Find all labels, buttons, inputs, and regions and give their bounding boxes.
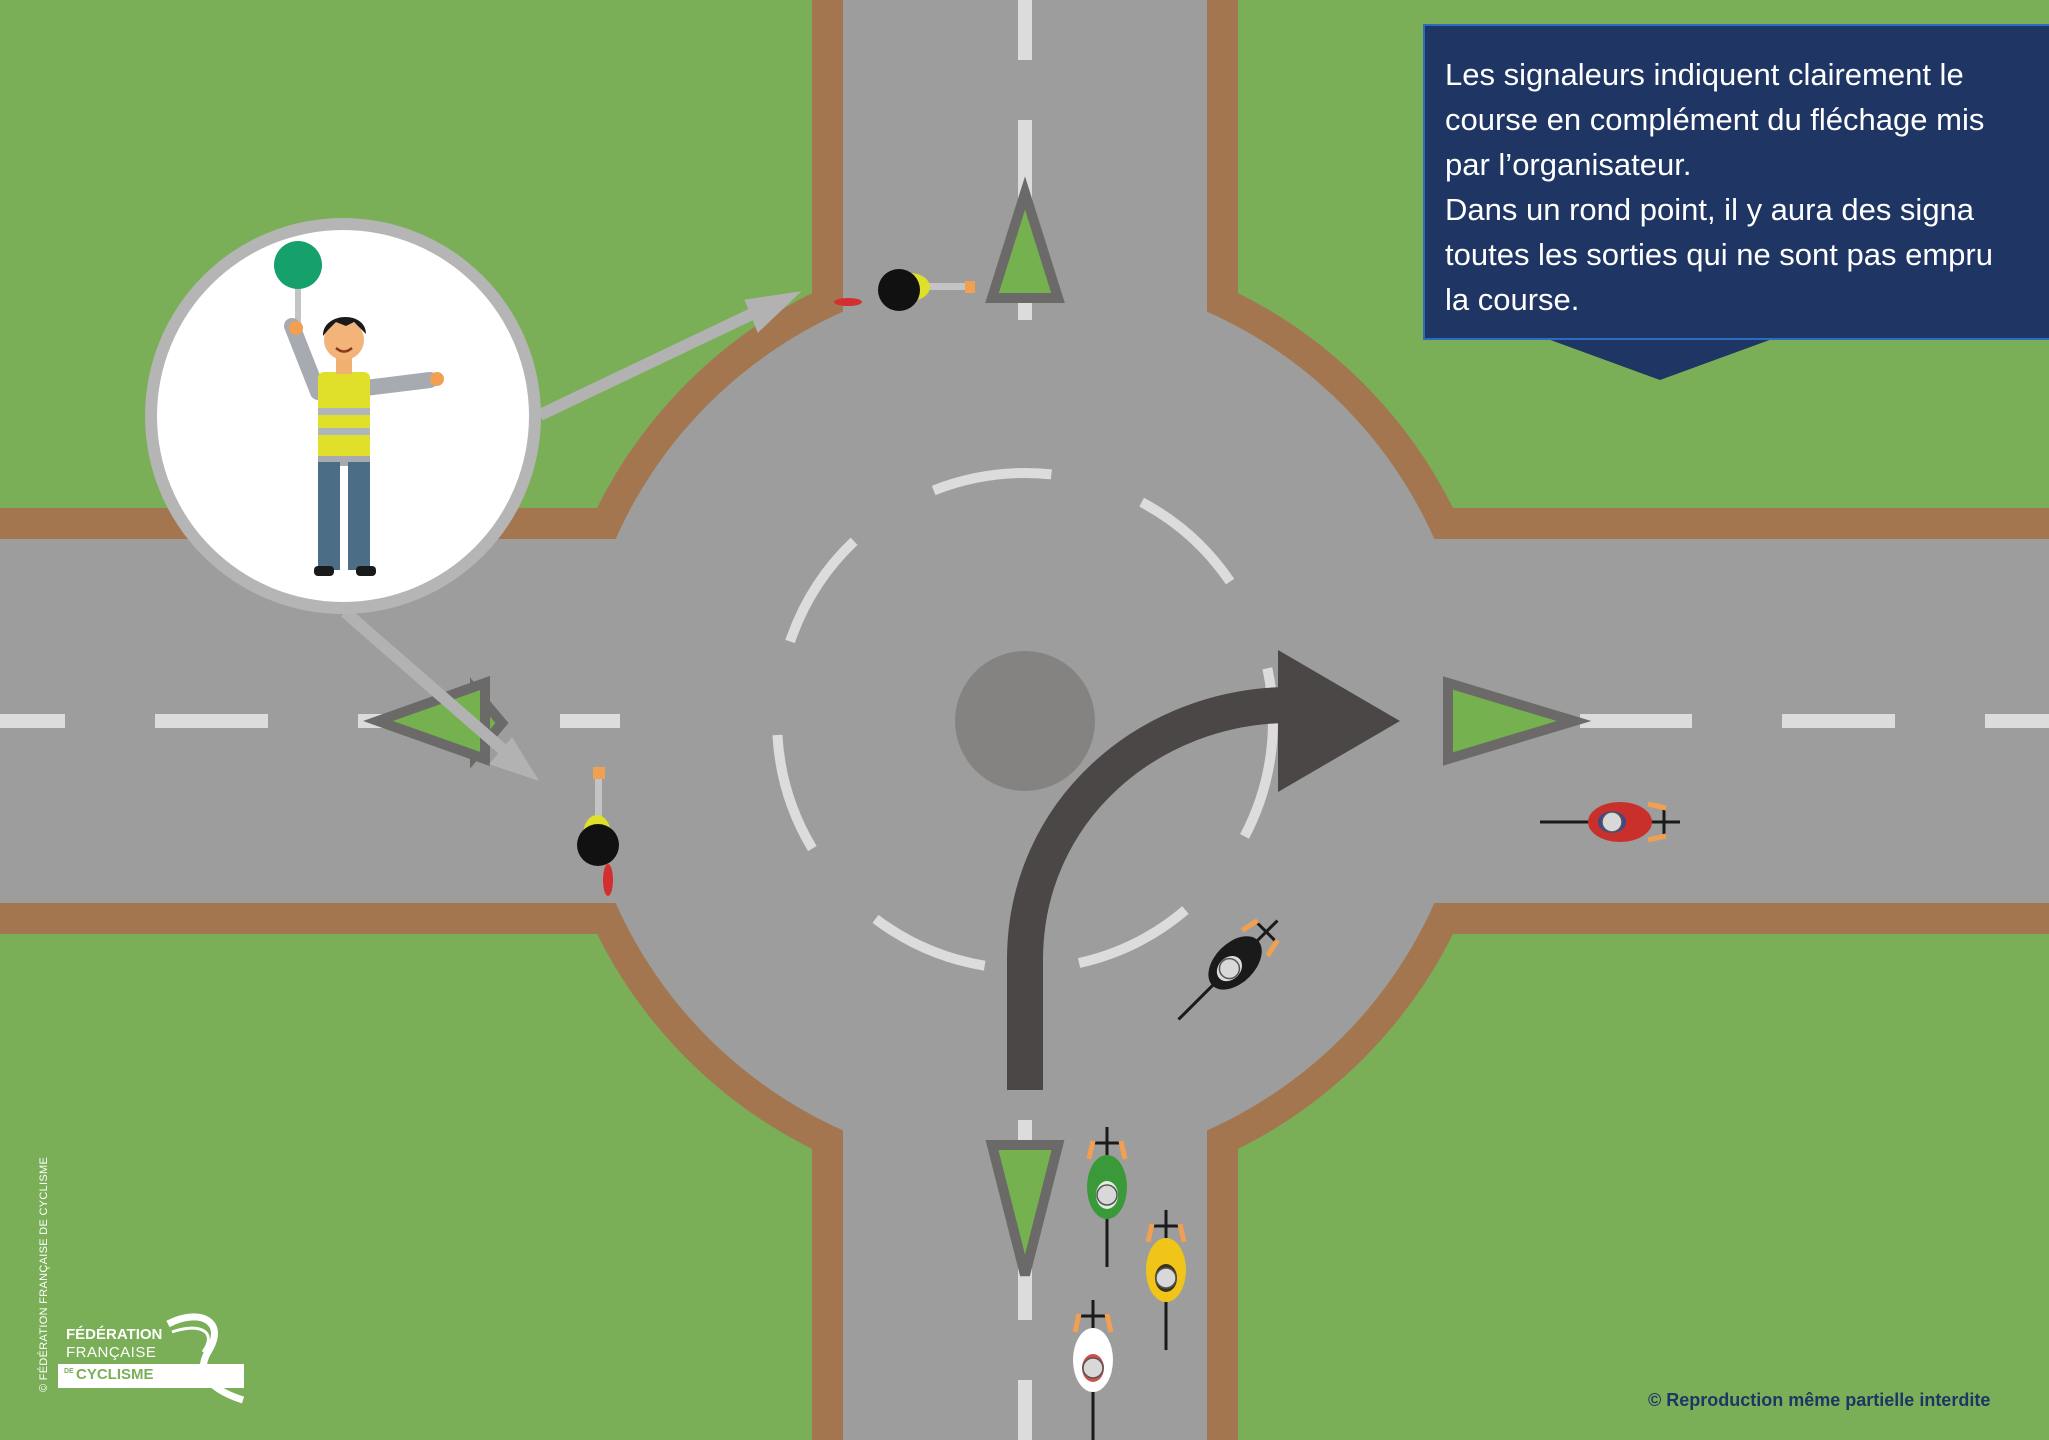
logo-line1: FÉDÉRATION bbox=[66, 1326, 163, 1343]
side-credit: © FÉDÉRATION FRANÇAISE DE CYCLISME bbox=[38, 1156, 50, 1392]
ffc-logo: FÉDÉRATION FRANÇAISE DE CYCLISME bbox=[58, 1312, 258, 1404]
cyclists-group bbox=[1072, 801, 1680, 1440]
curved-right-arrow-icon bbox=[1007, 650, 1400, 1090]
callout-line: course en complément du fléchage mis bbox=[1445, 102, 1985, 137]
callout-line: par l’organisateur. bbox=[1445, 147, 1692, 182]
logo-prefix: DE bbox=[64, 1368, 74, 1375]
cyclist-top-view-icon bbox=[1540, 801, 1680, 843]
cyclist-top-view-icon bbox=[1177, 918, 1280, 1021]
marshal-with-paddle-icon bbox=[274, 241, 444, 576]
cyclist-top-view-icon bbox=[1145, 1210, 1187, 1350]
central-island bbox=[955, 651, 1095, 791]
logo-line3: CYCLISME bbox=[76, 1366, 154, 1383]
logo-box: DE CYCLISME bbox=[58, 1364, 244, 1388]
pointer-arrows bbox=[341, 291, 802, 781]
callout-line: la course. bbox=[1445, 282, 1580, 317]
callout-line: Dans un rond point, il y aura des signa bbox=[1445, 192, 1975, 227]
copyright-notice: © Reproduction même partielle interdite bbox=[1648, 1390, 1991, 1410]
ffc-swoosh-icon bbox=[166, 1313, 245, 1404]
info-callout: Les signaleurs indiquent clairement le c… bbox=[1423, 24, 2049, 340]
callout-line: Les signaleurs indiquent clairement le bbox=[1445, 57, 1964, 92]
give-way-triangle-icon bbox=[363, 675, 1592, 767]
logo-line2: FRANÇAISE bbox=[66, 1344, 157, 1361]
marshal-top-view bbox=[834, 269, 975, 311]
cyclist-top-view-icon bbox=[1072, 1300, 1114, 1440]
cyclist-top-view-icon bbox=[1086, 1127, 1128, 1267]
callout-line: toutes les sorties qui ne sont pas empru bbox=[1445, 237, 1993, 272]
callout-pointer bbox=[1545, 338, 1775, 380]
marshal-top-view bbox=[577, 767, 619, 896]
